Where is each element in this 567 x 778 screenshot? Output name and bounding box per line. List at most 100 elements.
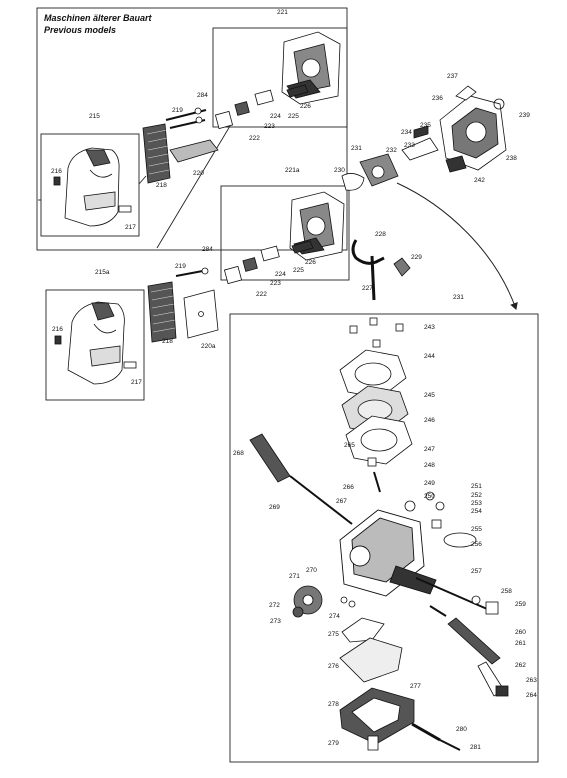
- callout-label: 274: [329, 613, 340, 620]
- callout-label: 244: [424, 353, 435, 360]
- connector-line: [156, 125, 231, 249]
- throttle-shaft-268-269: [249, 433, 353, 525]
- curved-arrow: [396, 182, 518, 310]
- connector-line: [138, 175, 147, 185]
- callout-label: 260: [515, 629, 526, 636]
- callout-label: 250: [424, 493, 435, 500]
- callout-label: 252: [471, 492, 482, 499]
- callout-label: 271: [289, 573, 300, 580]
- callout-label: 225: [288, 113, 299, 120]
- needle-assembly-257-261: [415, 577, 499, 617]
- callout-label: 253: [471, 500, 482, 507]
- callout-label: 277: [410, 683, 421, 690]
- filter-cover-215: [53, 147, 132, 227]
- callout-label: 218: [156, 182, 167, 189]
- callout-label: 224: [270, 113, 281, 120]
- callout-label: 224: [275, 271, 286, 278]
- callout-label: 215: [89, 113, 100, 120]
- callout-label: 229: [411, 254, 422, 261]
- callout-label: 226: [305, 259, 316, 266]
- callout-label: 266: [343, 484, 354, 491]
- callout-label: 223: [270, 280, 281, 287]
- callout-label: 268: [233, 450, 244, 457]
- fuel-line-227-228: [351, 239, 411, 301]
- callout-label: 254: [471, 508, 482, 515]
- caption-english: Previous models: [44, 25, 117, 35]
- callout-label: 258: [501, 588, 512, 595]
- lever-262-264: [447, 617, 509, 697]
- callout-label: 243: [424, 324, 435, 331]
- filter-cover-215a: [54, 301, 137, 385]
- callout-label: 219: [175, 263, 186, 270]
- callout-label: 279: [328, 740, 339, 747]
- box-215: [40, 133, 140, 237]
- callout-label: 264: [526, 692, 537, 699]
- callout-label: 275: [328, 631, 339, 638]
- cover-278-279: [339, 687, 461, 751]
- callout-label: 284: [197, 92, 208, 99]
- callout-label: 230: [334, 167, 345, 174]
- callout-label: 278: [328, 701, 339, 708]
- callout-label: 218: [162, 338, 173, 345]
- callout-label: 265: [344, 442, 355, 449]
- callout-label: 232: [386, 147, 397, 154]
- callout-label: 220a: [201, 343, 216, 350]
- callout-label: 284: [202, 246, 213, 253]
- callout-label: 219: [172, 107, 183, 114]
- callout-label: 246: [424, 417, 435, 424]
- intake-housing-238: [439, 85, 507, 173]
- callout-label: 269: [269, 504, 280, 511]
- carb-body: [339, 509, 437, 597]
- callout-label: 233: [404, 142, 415, 149]
- callout-label: 223: [264, 123, 275, 130]
- callout-label: 225: [293, 267, 304, 274]
- callout-label: 217: [125, 224, 136, 231]
- callout-label: 217: [131, 379, 142, 386]
- box-221: [212, 27, 348, 128]
- callout-label: 273: [270, 618, 281, 625]
- callout-label: 220: [193, 170, 204, 177]
- callout-label: 280: [456, 726, 467, 733]
- callout-label: 222: [249, 135, 260, 142]
- callout-label: 234: [401, 129, 412, 136]
- callout-label: 237: [447, 73, 458, 80]
- callout-label: 239: [519, 112, 530, 119]
- callout-label: 221: [277, 9, 288, 16]
- filter-element-218: [142, 107, 219, 184]
- callout-label: 221a: [285, 167, 300, 174]
- callout-label: 245: [424, 392, 435, 399]
- callout-label: 272: [269, 602, 280, 609]
- gasket-set-222-226: [214, 84, 309, 130]
- callout-label: 228: [375, 231, 386, 238]
- carburetor-small-231: [341, 125, 439, 191]
- callout-label: 256: [471, 541, 482, 548]
- callout-label: 262: [515, 662, 526, 669]
- callout-label: 238: [506, 155, 517, 162]
- callout-label: 248: [424, 462, 435, 469]
- callout-label: 255: [471, 526, 482, 533]
- callout-label: 251: [471, 483, 482, 490]
- callout-label: 257: [471, 568, 482, 575]
- gasket-set-222-226-new: [223, 240, 314, 285]
- callout-labels: 2212842192152262252242232222162182202172…: [51, 9, 537, 751]
- callout-label: 249: [424, 480, 435, 487]
- callout-label: 226: [300, 103, 311, 110]
- callout-label: 242: [474, 177, 485, 184]
- callout-label: 263: [526, 677, 537, 684]
- filter-element-218-new: [147, 267, 219, 343]
- callout-label: 216: [51, 168, 62, 175]
- box-215a: [45, 289, 145, 401]
- gaskets-275-276: [339, 617, 403, 683]
- callout-label: 267: [336, 498, 347, 505]
- callout-label: 235: [420, 122, 431, 129]
- callout-label: 231: [351, 145, 362, 152]
- box-221a: [220, 185, 350, 281]
- callout-label: 216: [52, 326, 63, 333]
- carb-screws-243: [349, 317, 404, 348]
- callout-label: 281: [470, 744, 481, 751]
- callout-label: 270: [306, 567, 317, 574]
- callout-label: 222: [256, 291, 267, 298]
- callout-label: 227: [362, 285, 373, 292]
- carb-diaphragms-244-246: [339, 349, 413, 465]
- previous-models-frame: [36, 7, 348, 251]
